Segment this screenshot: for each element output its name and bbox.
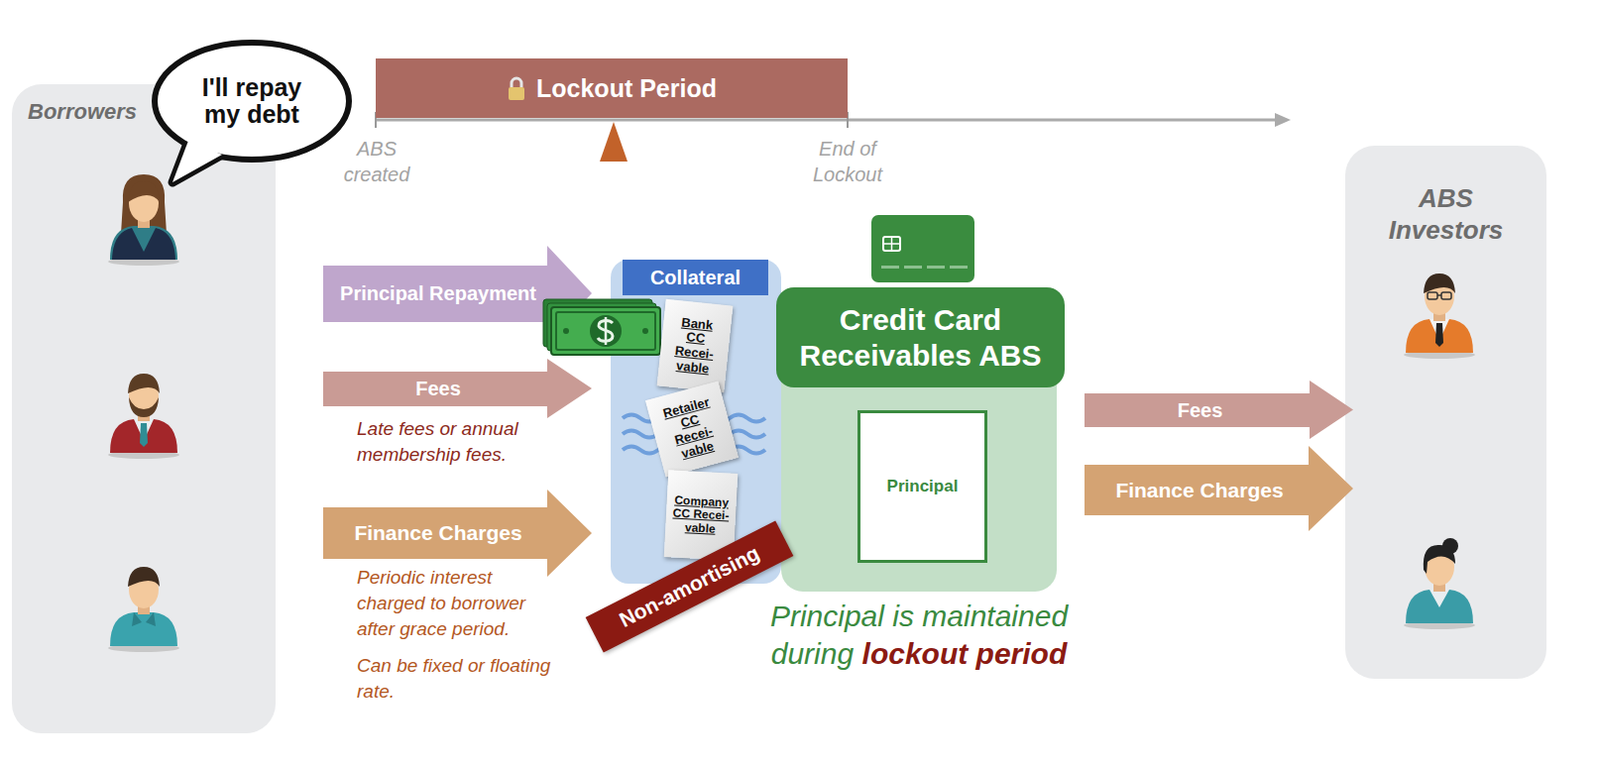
arrow-caption: Late fees or annual membership fees. xyxy=(356,416,552,468)
paper-text: Retailer CC Recei-vable xyxy=(657,394,726,465)
money-icon xyxy=(543,299,661,355)
abs-header: Credit Card Receivables ABS xyxy=(776,287,1065,388)
text-frame: Fees xyxy=(323,371,554,407)
text-frame: Bank CC Recei-vable xyxy=(657,299,734,394)
abs-container: Credit Card Receivables ABSPrincipal xyxy=(781,287,1057,592)
principal-box: Principal xyxy=(857,410,988,564)
text-frame: Retailer CC Recei-vable xyxy=(645,381,739,478)
label-frame: Principal is maintained duringlockout pe… xyxy=(750,597,1088,673)
investors-panel: ABS Investors xyxy=(1345,145,1547,680)
caption-frame: Periodic interest charged to borrower af… xyxy=(356,565,552,705)
flow-arrow: FeesLate fees or annual membership fees. xyxy=(323,358,592,419)
text-frame: Fees xyxy=(1084,393,1316,428)
arrow-body xyxy=(323,489,592,577)
caption-frame: Late fees or annual membership fees. xyxy=(356,416,552,468)
arrow-caption: Periodic interest charged to borrower af… xyxy=(356,565,552,642)
panel-heading: Borrowers xyxy=(27,99,137,125)
arrow-caption: Can be fixed or floating rate. xyxy=(356,653,552,705)
text-frame: Principal xyxy=(860,413,985,561)
timeline-label: End of Lockout xyxy=(801,135,894,188)
label-frame: ABS created xyxy=(332,135,422,188)
speech-text: I'll repay my debt xyxy=(182,74,322,128)
paper-text: Bank CC Recei-vable xyxy=(668,315,722,378)
arrow-body xyxy=(1084,446,1354,532)
collateral-tab: Collateral xyxy=(622,259,769,296)
flow-arrow: Finance ChargesPeriodic interest charged… xyxy=(323,489,592,577)
arrow-label: Principal Repayment xyxy=(340,282,537,306)
arrow-body xyxy=(323,358,592,419)
arrow-body xyxy=(1084,380,1354,440)
timeline-line xyxy=(375,118,1277,122)
note-emphasis: lockout period xyxy=(862,637,1068,671)
text-frame: Principal Repayment xyxy=(323,265,554,323)
principal-label: Principal xyxy=(887,476,959,497)
collateral-label: Collateral xyxy=(650,266,741,290)
arrow-label: Fees xyxy=(1177,399,1224,423)
receivable-paper: Retailer CC Recei-vable xyxy=(645,381,739,478)
lock-icon xyxy=(506,75,527,102)
credit-card-icon xyxy=(871,215,975,283)
text-frame: I'll repay my debt xyxy=(162,45,342,157)
flow-arrow: Finance Charges xyxy=(1084,446,1354,532)
text-frame: Lockout Period xyxy=(375,58,848,118)
time-marker xyxy=(599,121,628,162)
lockout-bar: Lockout Period xyxy=(375,58,848,118)
borrower-figures xyxy=(11,84,276,734)
timeline-label: ABS created xyxy=(341,135,413,188)
panel-heading-frame: Borrowers xyxy=(27,96,137,128)
bar-label: Lockout Period xyxy=(536,74,717,104)
receivable-paper: Bank CC Recei-vable xyxy=(657,299,734,394)
arrow-label: Finance Charges xyxy=(353,521,522,546)
label-frame: End of Lockout xyxy=(793,135,903,188)
arrow-label: Finance Charges xyxy=(1115,478,1283,503)
panel-heading: ABS Investors xyxy=(1371,182,1521,247)
text-frame: Finance Charges xyxy=(1084,464,1315,516)
timeline-arrowhead xyxy=(1274,113,1291,127)
speech-bubble: I'll repay my debt xyxy=(148,37,355,187)
abs-title: Credit Card Receivables ABS xyxy=(776,302,1065,374)
panel-heading-frame: ABS Investors xyxy=(1345,179,1547,249)
text-frame: Finance Charges xyxy=(323,507,554,560)
paper-text: Company CC Recei-vable xyxy=(671,493,731,537)
borrowers-panel: Borrowers xyxy=(11,84,276,734)
flow-arrow: Fees xyxy=(1084,380,1354,440)
arrow-label: Fees xyxy=(415,377,461,401)
